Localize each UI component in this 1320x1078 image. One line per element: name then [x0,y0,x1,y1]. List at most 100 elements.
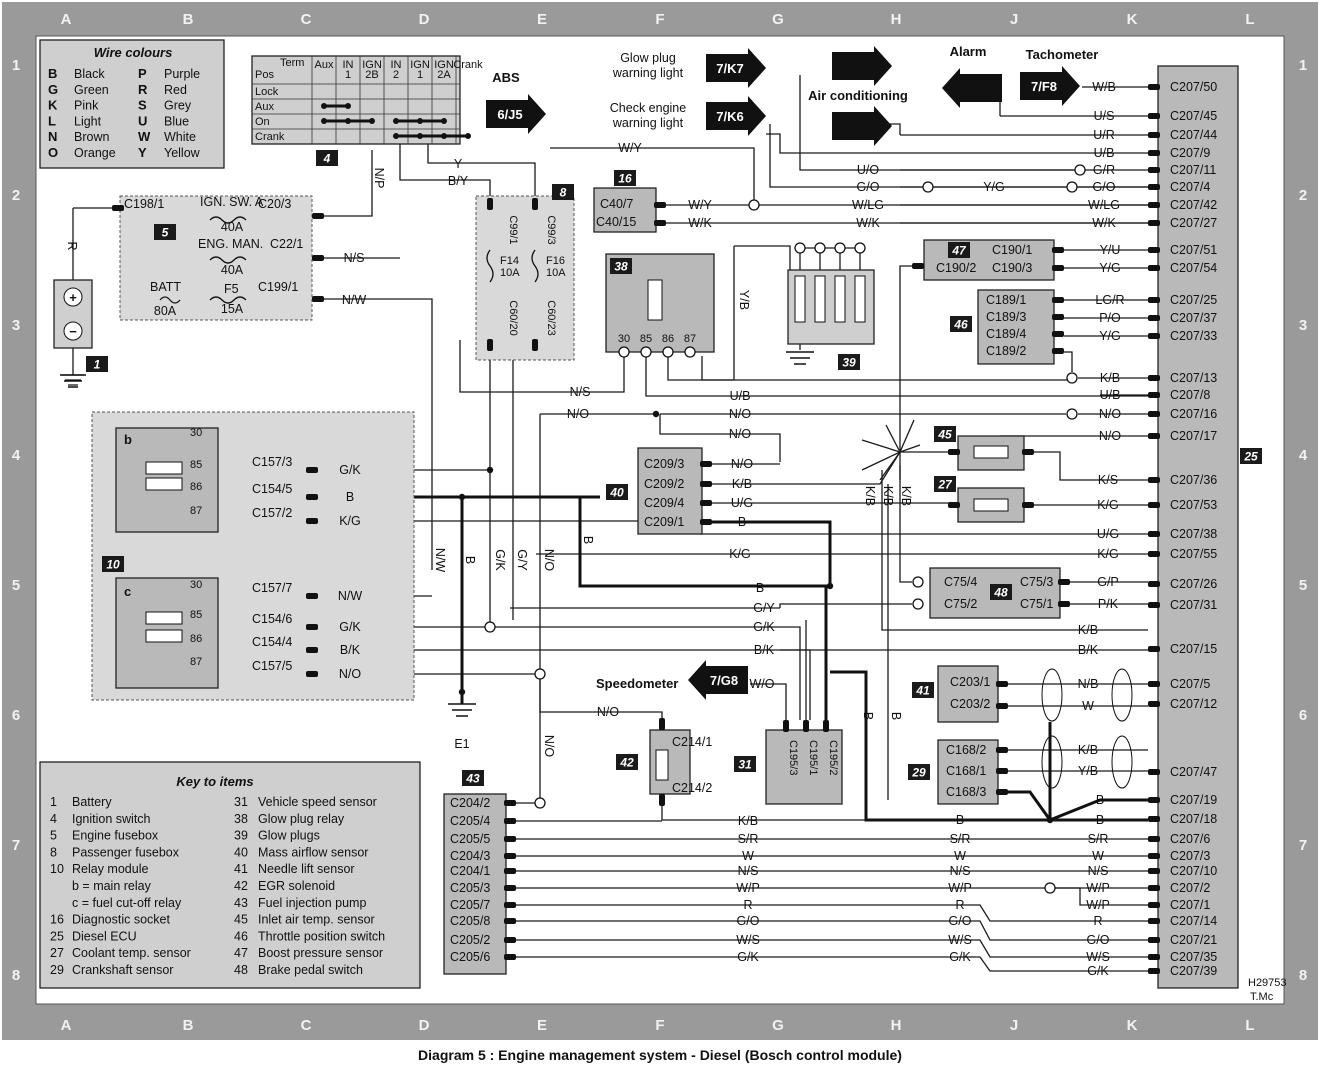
splice [662,346,674,358]
wire [490,626,801,720]
connector-label: C40/15 [596,215,636,229]
key-item-text: Relay module [72,862,148,876]
ground-icon [448,703,476,717]
ignition-row-label: Crank [255,131,285,143]
key-item-number: 48 [234,963,248,977]
connector-pin [659,794,665,806]
connector-pin [996,747,1008,753]
connector-label: C75/4 [944,575,977,589]
grid-row-label-left: 3 [12,317,20,334]
connector-pin [504,937,516,943]
wire [516,939,1148,958]
wire-colour-label: G/K [737,950,759,964]
screened-cable-icon [1111,735,1133,789]
key-item-text: Brake pedal switch [258,963,363,977]
connector-label: C22/1 [270,237,303,251]
relay-connector-label: C154/6 [252,612,292,626]
grid-row-label-right: 7 [1299,837,1307,854]
grid-row-label-left: 8 [12,967,20,984]
wire [516,920,1148,941]
wire-colour-name: Orange [74,146,116,160]
key-item-text: c = fuel cut-off relay [72,896,182,910]
connector-label: C195/2 [827,740,839,775]
svg-text:48: 48 [993,586,1008,600]
svg-text:25: 25 [1243,450,1258,464]
wires [62,75,1148,972]
connector-pin [312,213,324,219]
ecu-pin-label: C207/3 [1170,849,1210,863]
badge-vehicle-speed-sensor: 31 [734,756,756,772]
glow-plug-icon [834,275,846,323]
wire-colour-label: N/O [729,427,752,441]
wire [659,414,781,462]
wire [516,956,1148,972]
wire-colour-label: B/K [754,643,775,657]
connector-pin [1022,449,1034,455]
wire-colour-code: Y [138,145,147,160]
screened-cable-icon [1041,668,1063,722]
check-engine-ref-label: warning light [612,116,684,130]
badge-glow-plugs: 39 [838,354,860,370]
ecu-pin [1148,315,1160,321]
fuse-label: BATT [150,280,181,294]
ecu-pin-label: C207/39 [1170,964,1217,978]
grid-col-label-bottom: K [1127,1017,1138,1034]
fuse-rating: 80A [154,304,177,318]
relay-pin-label: 86 [190,481,202,493]
wire-colour-label: LG/R [1095,293,1124,307]
connector-label: C75/3 [1020,575,1053,589]
connector-label: C168/3 [946,785,986,799]
grid-row-label-left: 7 [12,837,20,854]
splice [534,668,546,680]
badge-glow-plug-relay: 38 [610,258,632,274]
pump-pin-label: C205/4 [450,814,490,828]
ecu-pin [1148,937,1160,943]
wire-colour-label: U/S [1094,109,1115,123]
wire-colour-code: U [138,113,147,128]
relay-coil-icon [145,611,183,625]
air-con-ref-label: Air conditioning [808,88,908,103]
wire-colour-label: N/B [1078,677,1099,691]
badge-fuel-injection-pump: 43 [462,770,484,786]
wire-colour-label: R [743,898,752,912]
wire-colour-name: Green [74,83,109,97]
connector-pin [306,494,318,500]
wire-colour-label: K/G [1097,547,1119,561]
splice [1074,164,1086,176]
splice [484,621,496,633]
grid-col-label-top: G [772,11,784,28]
wire-colour-label: B [756,581,764,595]
key-item-text: Diesel ECU [72,929,137,943]
ignition-header: 1 [345,69,351,81]
wire-colour-name: Blue [164,114,189,128]
badge-diagnostic-socket: 16 [614,170,636,186]
relay-c-label: c [124,584,131,599]
connector-pin [504,836,516,842]
wire-colour-label: B [889,712,903,720]
fuse-label: IGN. SW. A [200,195,264,209]
key-item-number: 41 [234,862,248,876]
connector-pin [700,519,712,525]
ecu-pin [1148,333,1160,339]
svg-text:27: 27 [937,478,953,492]
svg-text:1: 1 [94,358,101,372]
pump-pin-label: C204/2 [450,796,490,810]
ecu-pin-label: C207/13 [1170,371,1217,385]
splice [1066,372,1078,384]
ground-junction [458,688,466,696]
wire [750,683,787,720]
connector-label: C209/3 [644,457,684,471]
ignition-header: 1 [417,69,423,81]
ref-arrow-tacho: 7/F8 [1020,66,1080,106]
ignition-row-label: Lock [255,86,279,98]
wire-colour-label: U/B [730,389,751,403]
relay-pin-label: 85 [190,609,202,621]
fuse-rating: 10A [500,267,520,279]
grid-row-label-left: 1 [12,57,20,74]
connector-pin [1052,331,1064,337]
ecu-pin [1148,602,1160,608]
wire-colour-label: W/Y [618,141,642,155]
pump-pin-label: C205/8 [450,914,490,928]
grid-col-label-bottom: A [61,1017,72,1034]
wire-colour-label: G/K [339,463,361,477]
